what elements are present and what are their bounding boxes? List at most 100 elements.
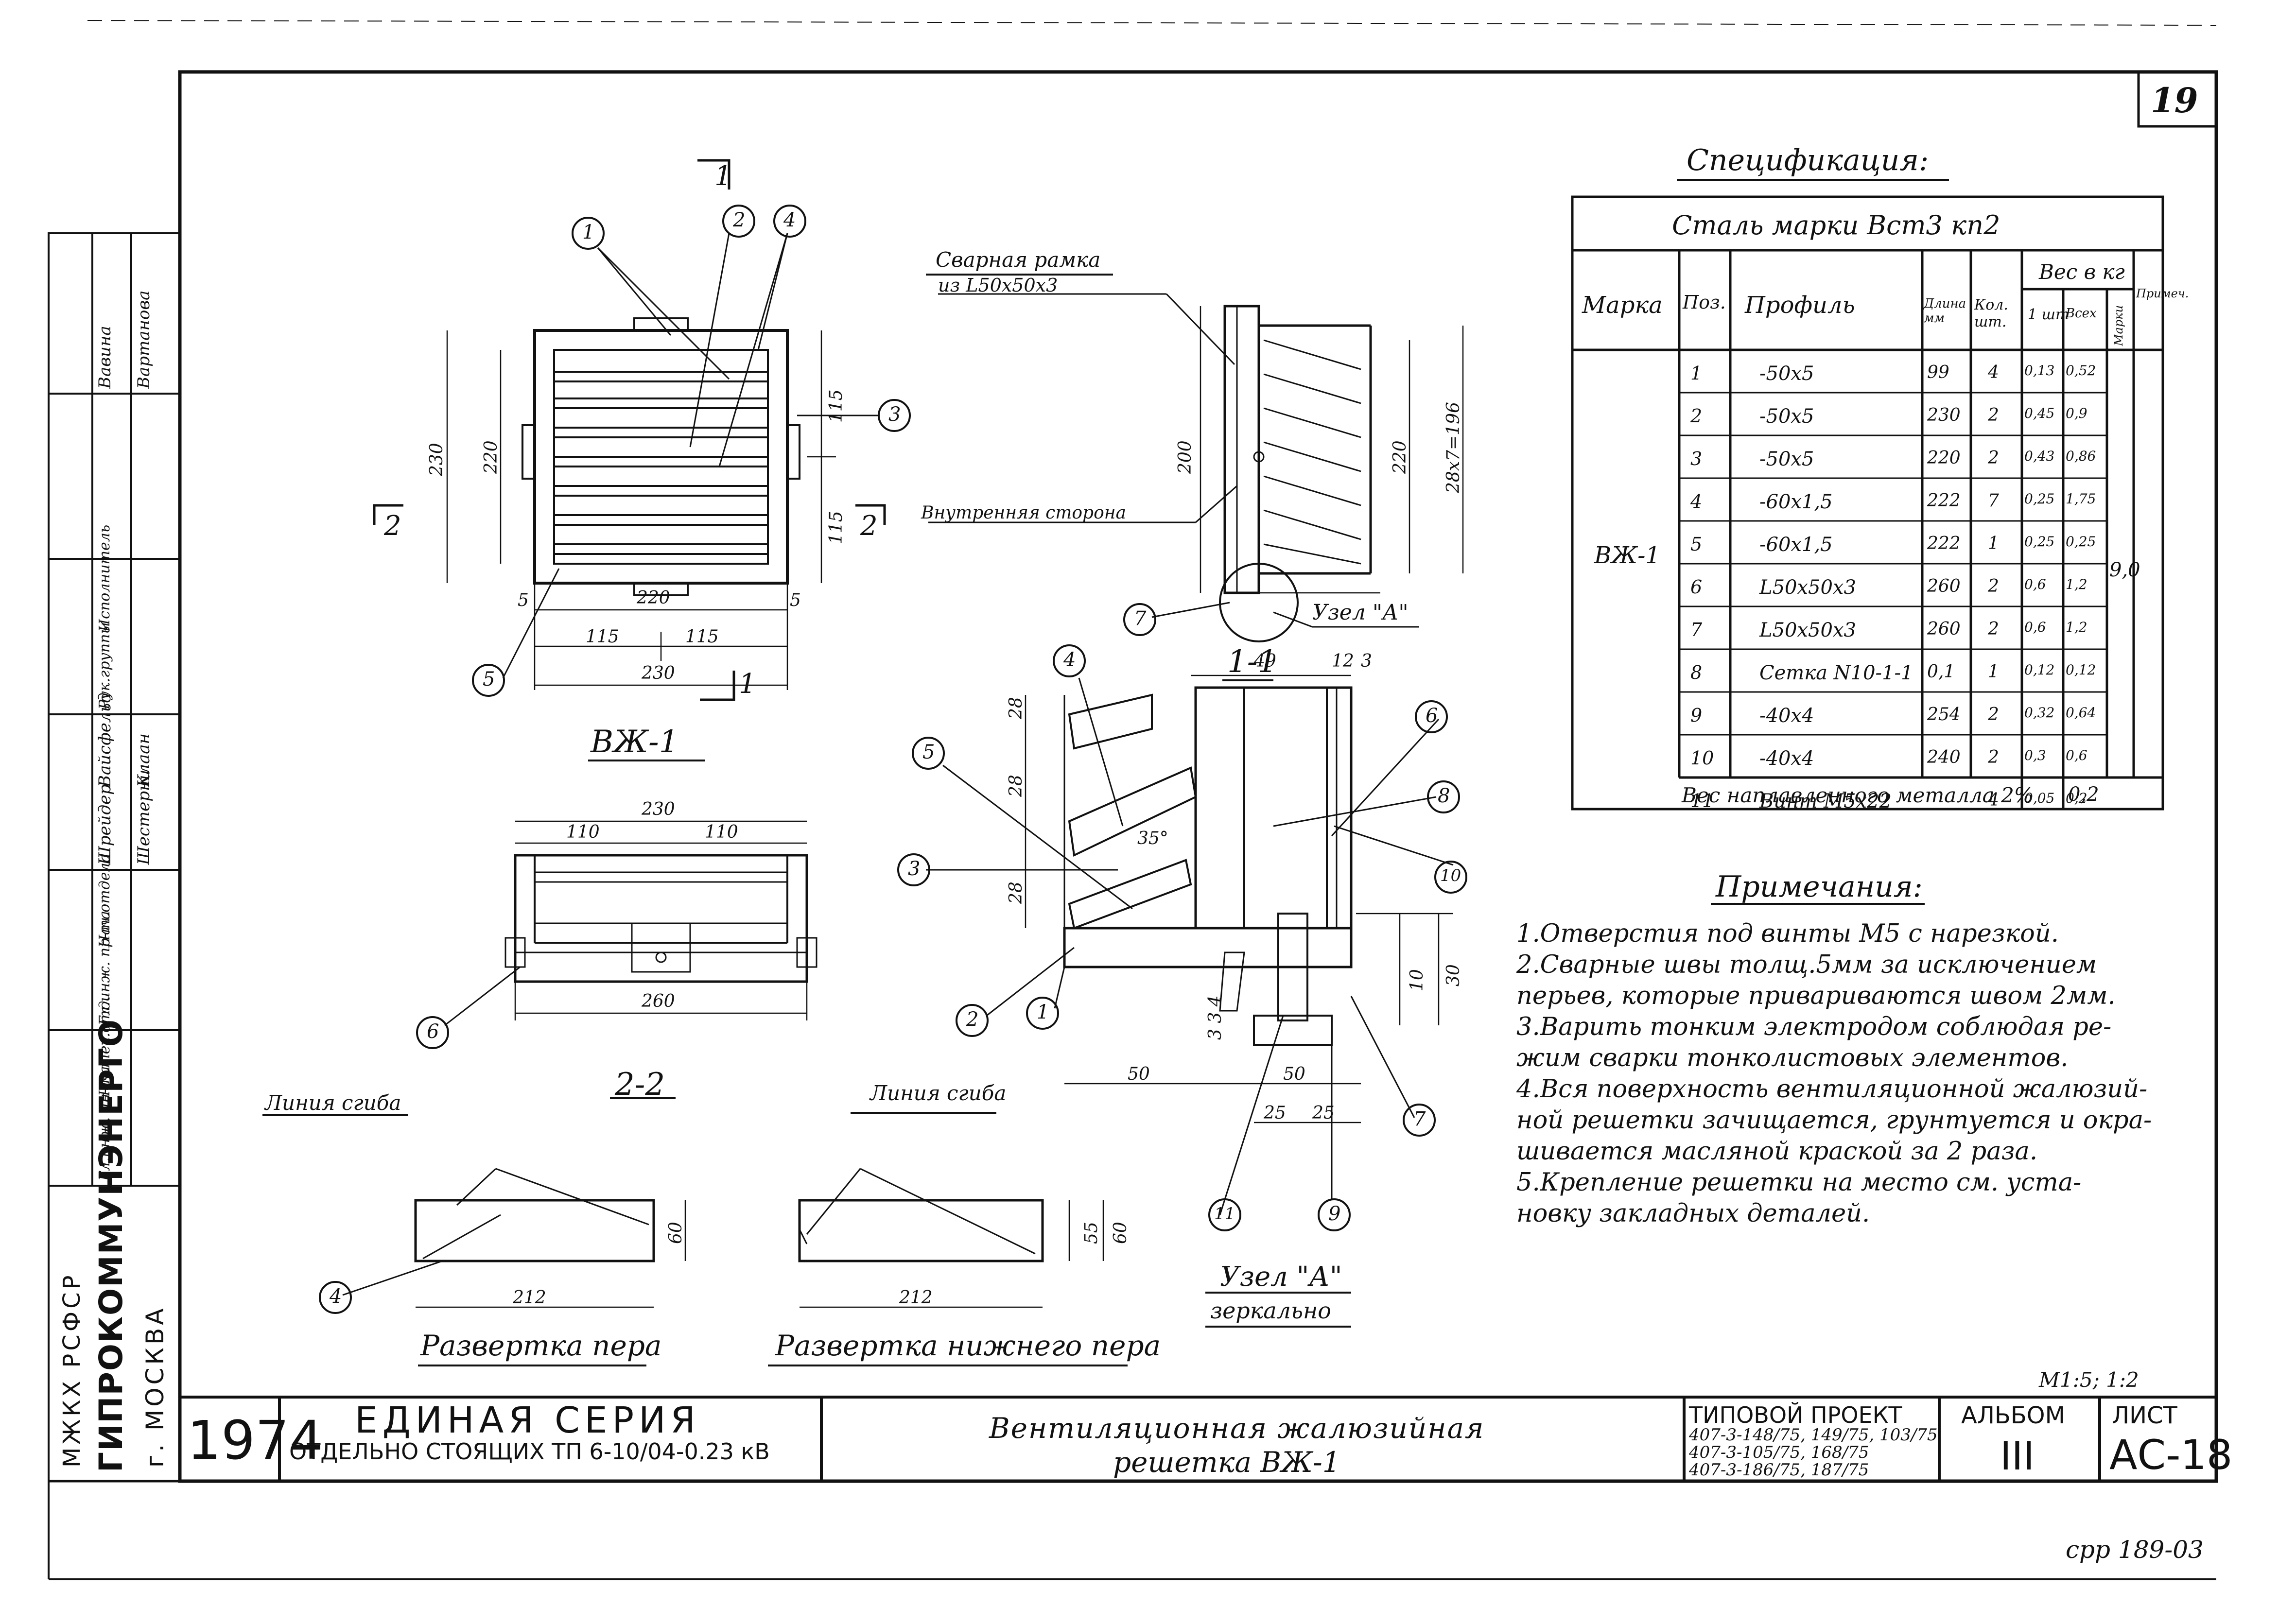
spec-cell-qty: 2 (1988, 705, 1999, 725)
spec-cell-pos: 7 (1690, 619, 1703, 640)
note-line: 3.Варить тонким электродом соблюдая ре- (1516, 1013, 2112, 1041)
notes-title: Примечания: (1716, 870, 1923, 904)
spec-cell-profile: Винт М5x22 (1759, 790, 1892, 812)
stamp-role: Нач.отдела (96, 854, 113, 948)
spec-cell-w1: 0,12 (2024, 662, 2055, 678)
top-trim-line (87, 20, 2217, 26)
spec-cell-qty: 1 (1988, 534, 1999, 553)
stamp-name: Вартанова (134, 290, 154, 389)
spec-cell-w1: 0,3 (2024, 747, 2046, 763)
tb-sheet-label: ЛИСТ (2112, 1402, 2177, 1429)
inner-side-label: Внутренняя сторона (921, 503, 1126, 523)
section-mark-1-top: 1 (714, 160, 732, 192)
spec-cell-length: 240 (1927, 747, 1961, 767)
spec-cell-wall: 0,86 (2066, 448, 2096, 464)
stamp-org-line1: МЖКХ РСФСР (58, 1272, 86, 1468)
spec-cell-pos: 8 (1690, 662, 1703, 683)
note-line: жим сварки тонколистовых элементов. (1516, 1044, 2069, 1072)
note-line: ной решетки зачищается, грунтуется и окр… (1516, 1106, 2152, 1135)
section-22-title: 2-2 (615, 1067, 665, 1103)
spec-cell-length: 222 (1927, 534, 1961, 553)
note-line: 1.Отверстия под винты М5 с нарезкой. (1516, 919, 2059, 948)
spec-cell-profile: -50x5 (1759, 405, 1814, 428)
note-line: 5.Крепление решетки на место см. уста- (1516, 1168, 2082, 1197)
section-1-1-view (897, 644, 1467, 1231)
note-line: шивается масляной краской за 2 раза. (1516, 1137, 2038, 1166)
tb-series-2: ОТДЕЛЬНО СТОЯЩИХ ТП 6-10/04-0.23 кВ (289, 1438, 770, 1465)
spec-cell-qty: 2 (1988, 619, 1999, 639)
spec-header-qty: Кол. шт. (1974, 296, 2008, 330)
frame-label-1: Сварная рамка (936, 248, 1101, 272)
node-a-mirror: зеркально (1210, 1297, 1331, 1324)
spec-cell-pos: 10 (1690, 747, 1714, 769)
spec-mark-weight: 9,0 (2109, 559, 2140, 581)
spec-cell-profile: -50x5 (1759, 448, 1814, 470)
tb-project-line: 407-3-148/75, 149/75, 103/75 (1689, 1425, 1938, 1445)
spec-steel-grade: Сталь марки Вст3 кп2 (1672, 210, 2000, 241)
spec-cell-length: 0,1 (1927, 662, 1955, 682)
spec-cell-qty: 4 (1988, 790, 1999, 810)
spec-cell-w1: 0,13 (2024, 363, 2055, 379)
spec-cell-length: 230 (1927, 405, 1961, 425)
spec-cell-qty: 2 (1988, 576, 1999, 596)
main-view-title: ВЖ-1 (591, 724, 679, 760)
footer-code: срр 189-03 (2066, 1536, 2204, 1564)
main-view-vzh1 (373, 159, 911, 701)
tb-series-1: ЕДИНАЯ СЕРИЯ (355, 1400, 700, 1441)
spec-cell-qty: 4 (1988, 363, 1999, 382)
node-a-title: Узел "А" (1220, 1261, 1342, 1293)
spec-cell-pos: 11 (1690, 790, 1714, 812)
spec-cell-length: 222 (1927, 491, 1961, 511)
unfold-lower-title: Развертка нижнего пера (775, 1329, 1161, 1362)
spec-cell-length: 260 (1927, 576, 1961, 596)
spec-cell-profile: -60x1,5 (1759, 534, 1833, 556)
node-a-label: Узел "А" (1312, 600, 1409, 625)
stamp-name: Шрейдер (95, 784, 115, 865)
spec-cell-pos: 1 (1690, 363, 1703, 384)
spec-cell-w1: 0,45 (2024, 405, 2055, 421)
tb-project-label: ТИПОВОЙ ПРОЕКТ (1689, 1402, 1902, 1428)
spec-cell-w1: 0,32 (2024, 705, 2055, 721)
unfold-feather-title: Развертка пера (420, 1329, 662, 1362)
spec-header-w-one: 1 шт (2028, 306, 2070, 323)
spec-cell-pos: 6 (1690, 576, 1703, 598)
bend-line-label-1: Линия сгиба (265, 1091, 401, 1115)
stamp-role: Исполнитель (96, 524, 113, 632)
spec-cell-wall: 1,75 (2066, 491, 2096, 507)
spec-cell-length: 99 (1927, 363, 1949, 382)
spec-header-profile: Профиль (1745, 292, 1855, 319)
spec-cell-profile: L50x50x3 (1759, 576, 1856, 599)
tb-title-1: Вентиляционная жалюзийная (989, 1412, 1485, 1445)
stamp-name: Вавина (95, 326, 115, 389)
spec-cell-qty: 2 (1988, 448, 1999, 468)
spec-cell-length: 220 (1927, 448, 1961, 468)
spec-header-note: Примеч. (2136, 287, 2189, 300)
bend-line-label-2: Линия сгиба (870, 1081, 1007, 1105)
spec-cell-length: 260 (1927, 619, 1961, 639)
spec-cell-qty: 7 (1988, 491, 1999, 511)
spec-cell-wall: 0,52 (2066, 363, 2096, 379)
spec-cell-w1: 0,6 (2024, 576, 2046, 592)
tb-album-label: АЛЬБОМ (1961, 1402, 2065, 1429)
section-mark-2-right: 2 (860, 510, 878, 542)
stamp-org-city: г. МОСКВА (141, 1305, 169, 1468)
spec-cell-w1: 0,25 (2024, 534, 2055, 550)
spec-cell-length: 254 (1927, 705, 1961, 725)
spec-cell-profile: Сетка N10-1-1 (1759, 662, 1913, 684)
spec-header-pos: Поз. (1683, 292, 1726, 313)
side-view (928, 293, 1464, 642)
section-mark-2-left: 2 (384, 510, 401, 542)
spec-cell-pos: 5 (1690, 534, 1703, 555)
spec-cell-wall: 1,2 (2066, 576, 2087, 592)
tb-project-line: 407-3-105/75, 168/75 (1689, 1443, 1869, 1462)
spec-cell-profile: -50x5 (1759, 363, 1814, 385)
spec-cell-wall: 0,6 (2066, 747, 2087, 763)
stamp-name: Вайсфельд (95, 692, 115, 787)
spec-cell-profile: -40x4 (1759, 747, 1814, 770)
spec-cell-qty: 2 (1988, 747, 1999, 767)
spec-cell-wall: 0,25 (2066, 534, 2096, 550)
spec-cell-pos: 9 (1690, 705, 1703, 726)
notes-list: 1.Отверстия под винты М5 с нарезкой.2.Св… (1516, 918, 2152, 1229)
